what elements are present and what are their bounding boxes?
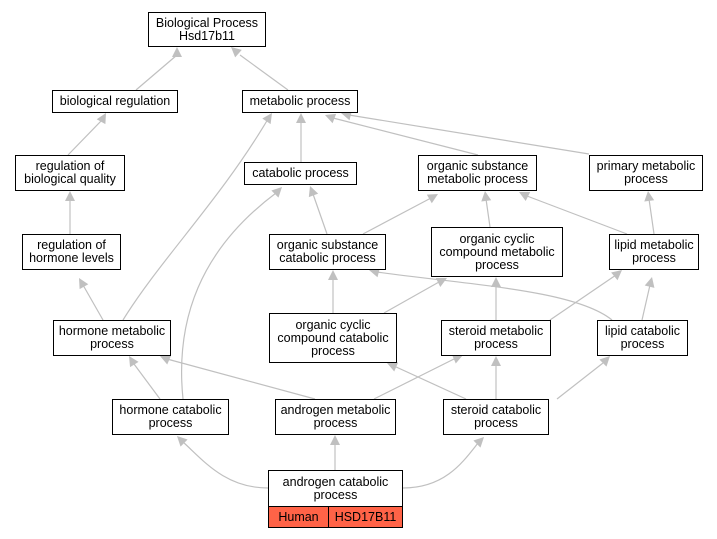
organic-cyclic-compound-catabolic-process-node[interactable]: organic cyclic compound catabolic proces…: [269, 313, 397, 363]
edge-metabolic-to-root-arrowhead: [231, 47, 242, 58]
regulation-of-biological-quality-label: regulation of biological quality: [24, 159, 116, 186]
edge-androgen-met-to-hormone-met-arrowhead: [160, 355, 172, 365]
edge-steroid-met-to-lipid-met-arrowhead: [611, 270, 622, 281]
steroid-catabolic-process-label: steroid catabolic process: [450, 403, 542, 430]
root-term-node[interactable]: Biological Process Hsd17b11: [148, 12, 266, 47]
edge-lipid-met-to-org-sub-met: [526, 195, 628, 235]
edge-steroid-cat-to-steroid-met-arrowhead: [491, 356, 501, 366]
edge-org-sub-cat-to-org-sub-met: [362, 197, 432, 235]
lipid-catabolic-process-label: lipid catabolic process: [604, 324, 681, 351]
edge-steroid-met-to-lipid-met: [549, 274, 617, 321]
edge-hormone-met-to-reg-hormone-arrowhead: [79, 278, 89, 290]
hormone-catabolic-process-label: hormone catabolic process: [119, 403, 222, 430]
edge-andr-cat-to-steroid-cat-arrowhead: [473, 437, 484, 448]
androgen-catabolic-process-label: androgen catabolic process: [282, 475, 389, 502]
edge-lipid-cat-to-lipid-met-arrowhead: [644, 277, 655, 288]
organic-cyclic-compound-catabolic-process-label: organic cyclic compound catabolic proces…: [277, 317, 389, 358]
edge-metabolic-to-root: [239, 54, 289, 91]
edge-steroid-cat-to-cyclic-cat: [393, 365, 467, 400]
edge-androgen-met-to-hormone-met: [166, 358, 316, 400]
edge-hormone-cat-to-hormone-met: [133, 363, 161, 400]
lipid-metabolic-process-node[interactable]: lipid metabolic process: [609, 234, 699, 270]
edge-primary-to-metabolic: [348, 114, 590, 155]
edge-lipid-cat-to-org-sub-cat: [376, 271, 613, 321]
edge-lipid-met-to-org-sub-met-arrowhead: [519, 192, 531, 201]
edge-andr-cat-to-steroid-cat: [402, 442, 479, 489]
hormone-catabolic-process-node[interactable]: hormone catabolic process: [112, 399, 229, 435]
edge-reg-quality-to-bio-reg: [67, 119, 103, 156]
edge-steroid-cat-to-lipid-cat: [556, 362, 604, 400]
primary-metabolic-process-label: primary metabolic process: [596, 159, 696, 186]
root-term-label: Biological Process Hsd17b11: [155, 15, 259, 43]
androgen-metabolic-process-node[interactable]: androgen metabolic process: [275, 399, 396, 435]
steroid-metabolic-process-label: steroid metabolic process: [448, 324, 544, 351]
edge-hormone-cat-to-hormone-met-arrowhead: [129, 356, 139, 368]
primary-metabolic-process-node[interactable]: primary metabolic process: [589, 155, 703, 191]
edge-org-sub-met-to-metabolic-arrowhead: [325, 113, 337, 124]
edge-steroid-met-to-cyclic-met-arrowhead: [491, 277, 501, 287]
annotation-row: Human HSD17B11: [268, 506, 403, 528]
biological-regulation-label: biological regulation: [59, 94, 171, 108]
edge-bio-reg-to-root: [135, 54, 178, 91]
edge-catabolic-to-metabolic-arrowhead: [296, 113, 306, 123]
hormone-metabolic-process-node[interactable]: hormone metabolic process: [53, 320, 171, 356]
edge-reg-quality-to-bio-reg-arrowhead: [96, 113, 106, 125]
edge-androgen-met-to-steroid-met: [373, 357, 457, 400]
edge-reg-hormone-to-reg-quality-arrowhead: [65, 191, 75, 201]
edge-cyclic-cat-to-cyclic-met: [383, 281, 440, 314]
regulation-of-hormone-levels-label: regulation of hormone levels: [29, 238, 114, 265]
edge-hormone-cat-to-catabolic: [180, 192, 277, 400]
steroid-metabolic-process-node[interactable]: steroid metabolic process: [441, 320, 551, 356]
lipid-metabolic-process-label: lipid metabolic process: [614, 238, 694, 265]
lipid-catabolic-process-node[interactable]: lipid catabolic process: [597, 320, 688, 356]
organic-substance-catabolic-process-label: organic substance catabolic process: [276, 238, 379, 265]
edge-hormone-met-to-metabolic-arrowhead: [262, 113, 272, 125]
organic-substance-catabolic-process-node[interactable]: organic substance catabolic process: [269, 234, 386, 270]
edge-andr-cat-to-hormone-cat-arrowhead: [177, 436, 188, 447]
metabolic-process-label: metabolic process: [249, 94, 351, 108]
species-tag[interactable]: Human: [268, 506, 329, 528]
edge-lipid-met-to-primary: [648, 198, 655, 235]
edge-hormone-met-to-metabolic: [122, 118, 269, 321]
edge-hormone-cat-to-catabolic-arrowhead: [271, 187, 282, 198]
androgen-catabolic-process-node[interactable]: androgen catabolic process: [268, 470, 403, 507]
edge-primary-to-metabolic-arrowhead: [341, 110, 352, 121]
edge-steroid-cat-to-lipid-cat-arrowhead: [599, 356, 610, 367]
edge-lipid-met-to-primary-arrowhead: [644, 191, 655, 202]
androgen-metabolic-process-label: androgen metabolic process: [280, 403, 391, 430]
edge-lipid-cat-to-lipid-met: [641, 284, 651, 321]
edge-org-sub-cat-to-org-sub-met-arrowhead: [426, 194, 438, 204]
organic-substance-metabolic-process-node[interactable]: organic substance metabolic process: [418, 155, 537, 191]
edge-bio-reg-to-root-arrowhead: [172, 47, 182, 57]
edge-cyclic-met-to-org-sub-met-arrowhead: [481, 191, 492, 202]
edge-andr-cat-to-hormone-cat: [182, 441, 269, 489]
edge-cyclic-cat-to-org-sub-cat-arrowhead: [328, 270, 338, 280]
metabolic-process-node[interactable]: metabolic process: [242, 90, 358, 113]
organic-cyclic-compound-metabolic-process-label: organic cyclic compound metabolic proces…: [439, 231, 555, 272]
edge-org-sub-met-to-metabolic: [332, 117, 479, 156]
regulation-of-hormone-levels-node[interactable]: regulation of hormone levels: [22, 234, 121, 270]
edge-androgen-met-to-steroid-met-arrowhead: [451, 354, 463, 364]
edge-hormone-met-to-reg-hormone: [82, 284, 104, 321]
gene-tag[interactable]: HSD17B11: [329, 506, 403, 528]
catabolic-process-node[interactable]: catabolic process: [244, 162, 357, 185]
edge-cyclic-met-to-org-sub-met: [485, 198, 491, 228]
catabolic-process-label: catabolic process: [252, 166, 349, 180]
steroid-catabolic-process-node[interactable]: steroid catabolic process: [443, 399, 549, 435]
organic-cyclic-compound-metabolic-process-node[interactable]: organic cyclic compound metabolic proces…: [431, 227, 563, 277]
organic-substance-metabolic-process-label: organic substance metabolic process: [426, 159, 529, 186]
regulation-of-biological-quality-node[interactable]: regulation of biological quality: [15, 155, 125, 191]
edge-lipid-cat-to-org-sub-cat-arrowhead: [369, 267, 380, 278]
edge-org-sub-cat-to-catabolic: [312, 193, 328, 235]
biological-regulation-node[interactable]: biological regulation: [52, 90, 178, 113]
hormone-metabolic-process-label: hormone metabolic process: [58, 324, 166, 351]
edge-steroid-cat-to-cyclic-cat-arrowhead: [387, 362, 399, 372]
edge-org-sub-cat-to-catabolic-arrowhead: [308, 186, 319, 198]
edge-andr-cat-to-androgen-met-arrowhead: [330, 435, 340, 445]
edge-cyclic-cat-to-cyclic-met-arrowhead: [435, 278, 447, 287]
